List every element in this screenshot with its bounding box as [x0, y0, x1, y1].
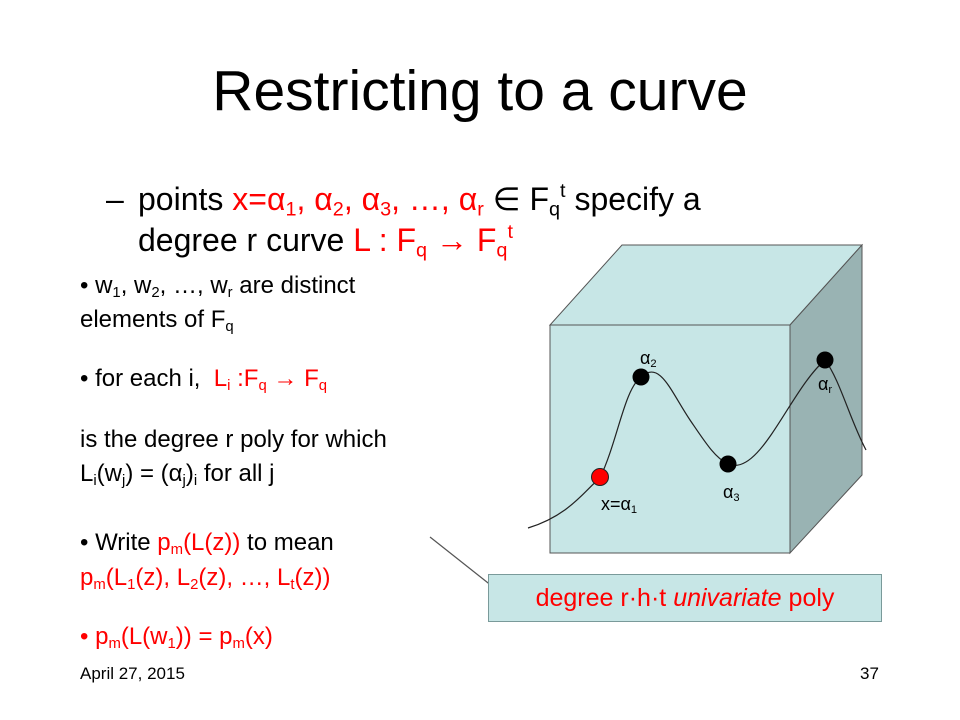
point-alphar [816, 351, 834, 369]
point-alpha1 [591, 468, 609, 486]
main-bullet-dash: – [106, 181, 124, 217]
bullet-distinct-elements: • w1, w2, …, wr are distinct [80, 272, 356, 302]
main-bullet-line-2: degree r curve L : Fq → Fqt [138, 221, 513, 262]
slide-number: 37 [860, 664, 879, 683]
interpolation-condition: Li(wj) = (αj)i for all j [80, 460, 275, 490]
slide-title: Restricting to a curve [212, 59, 748, 123]
bullet-write-pm: • Write pm(L(z)) to mean [80, 529, 334, 559]
univariate-poly-callout: degree r·h·t univariate poly [488, 574, 882, 622]
bullet-pm-equality: • pm(L(w1)) = pm(x) [80, 623, 273, 653]
footer-date: April 27, 2015 [80, 664, 185, 683]
degree-r-poly-text: is the degree r poly for which [80, 426, 387, 453]
label-alpha2: α2 [640, 348, 657, 371]
main-bullet-line-1: points x=α1, α2, α3, …, αr ∈ Fqt specify… [138, 180, 701, 221]
bullet-distinct-elements-cont: elements of Fq [80, 306, 234, 336]
bullet-for-each-i: • for each i, Li :Fq → Fq [80, 365, 328, 395]
label-x-alpha1: x=α1 [601, 494, 638, 517]
label-alphar: αr [818, 374, 833, 397]
point-alpha2 [632, 368, 650, 386]
point-alpha3 [719, 455, 737, 473]
label-alpha3: α3 [723, 482, 740, 505]
cube-front-face [549, 324, 791, 554]
pm-expansion: pm(L1(z), L2(z), …, Lt(z)) [80, 564, 331, 594]
